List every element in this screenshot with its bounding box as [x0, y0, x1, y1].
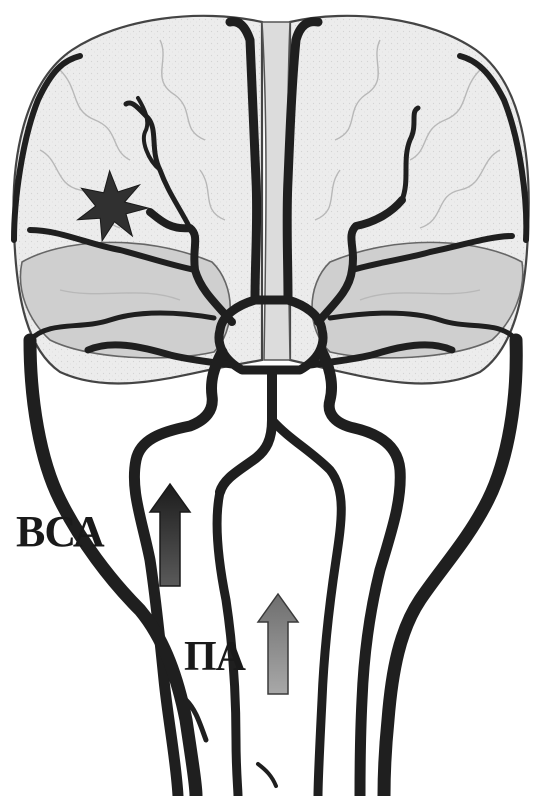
vertebral-artery-label: ПА [184, 636, 245, 678]
pa-up-arrow-icon [258, 594, 298, 694]
right-external-carotid-artery [384, 340, 516, 796]
left-temporal-lobe [20, 242, 230, 357]
basilar-artery [220, 372, 272, 492]
right-temporal-lobe [312, 242, 523, 357]
internal-carotid-label: ВСА [16, 510, 104, 554]
small-branch-bottom [258, 764, 276, 786]
